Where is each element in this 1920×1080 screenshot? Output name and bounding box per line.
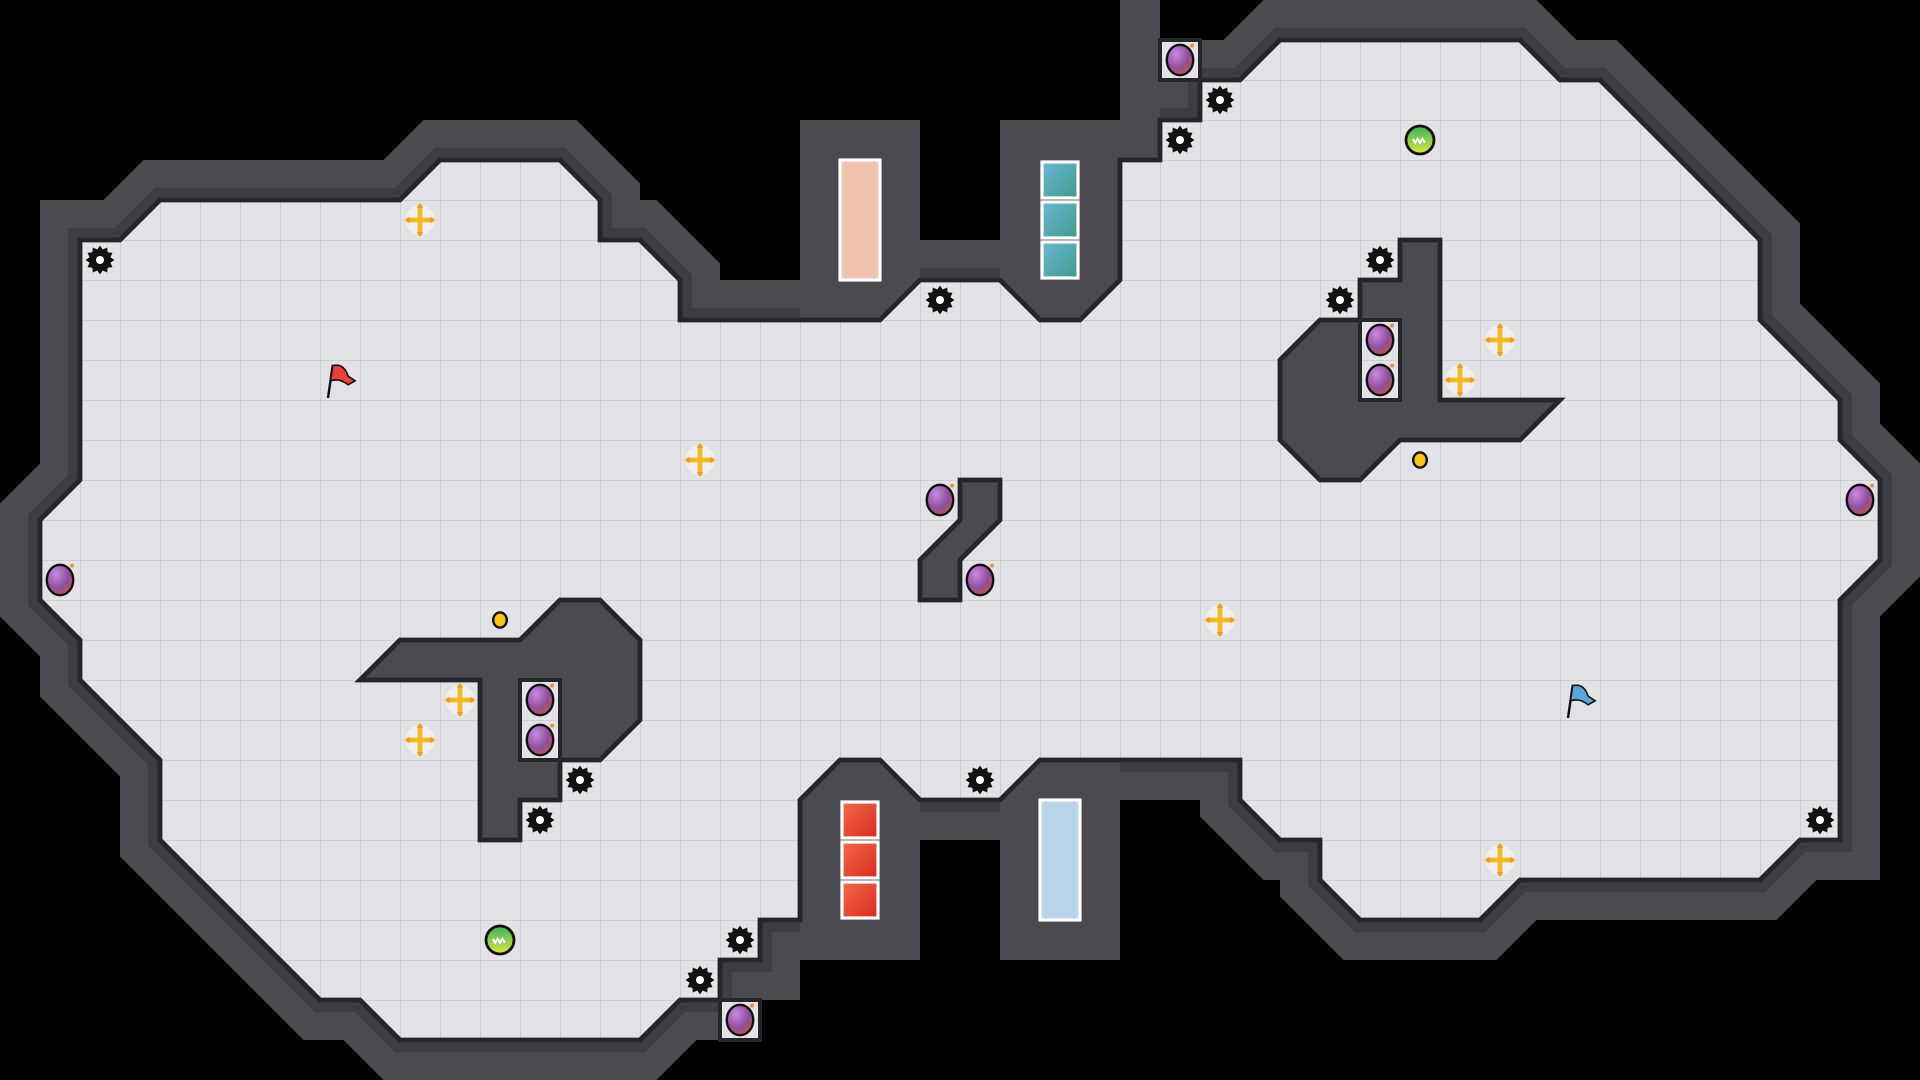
spike-hole	[1216, 96, 1224, 104]
red-gate	[840, 880, 880, 920]
bomb-body	[1365, 323, 1395, 357]
spike-icon	[85, 245, 115, 275]
boost-cross	[1485, 844, 1515, 876]
blue-flag-icon	[1566, 684, 1597, 719]
spike-hole	[1336, 296, 1344, 304]
boost-cross	[405, 724, 435, 756]
spike-hole	[536, 816, 544, 824]
red-flag-icon	[326, 364, 357, 399]
bomb-icon	[725, 1003, 755, 1037]
bomb-fuse	[550, 723, 554, 728]
spike-hole	[976, 776, 984, 784]
spike-icon	[1205, 85, 1235, 115]
bomb-icon	[45, 563, 75, 597]
bomb-body	[525, 723, 555, 757]
spike-icon	[565, 765, 595, 795]
bomb-icon	[965, 563, 995, 597]
boost-icon	[1204, 603, 1236, 637]
gates-layer	[838, 158, 1082, 922]
spike-icon	[525, 805, 555, 835]
bomb-fuse	[70, 563, 74, 568]
boost-cross	[1485, 324, 1515, 356]
juke-body	[1404, 124, 1436, 156]
boost-icon	[1484, 323, 1516, 357]
spike-icon	[685, 965, 715, 995]
boost-cross	[685, 444, 715, 476]
boost-icon	[1484, 843, 1516, 877]
spike-hole	[1176, 136, 1184, 144]
bomb-icon	[1365, 323, 1395, 357]
spike-hole	[1376, 256, 1384, 264]
wall-obstacle	[354, 597, 643, 843]
juke-juice-icon	[1404, 124, 1436, 156]
blue-gate	[1038, 798, 1082, 922]
spike-icon	[1805, 805, 1835, 835]
bomb-fuse	[1870, 483, 1874, 488]
spike-hole	[96, 256, 104, 264]
bomb-body	[965, 563, 995, 597]
flag-cloth	[329, 364, 357, 386]
bomb-body	[925, 483, 955, 517]
boost-icon	[684, 443, 716, 477]
bomb-body	[725, 1003, 755, 1037]
bomb-fuse	[1190, 43, 1194, 48]
bomb-fuse	[1390, 363, 1394, 368]
juke-mark	[1411, 136, 1426, 145]
bomb-body	[1365, 363, 1395, 397]
bomb-fuse	[1390, 323, 1394, 328]
wall-obstacle	[1277, 237, 1566, 483]
juke-juice-icon	[484, 924, 516, 956]
spike-icon	[1165, 125, 1195, 155]
bomb-fuse	[950, 483, 954, 488]
bomb-fuse	[990, 563, 994, 568]
token-icon	[491, 611, 508, 629]
boost-icon	[1444, 363, 1476, 397]
teal-gate	[1040, 240, 1080, 280]
boost-cross	[405, 204, 435, 236]
bomb-icon	[525, 683, 555, 717]
red-gate	[840, 800, 880, 840]
salmon-gate	[838, 158, 882, 282]
bomb-icon	[1845, 483, 1875, 517]
token-icon	[1412, 451, 1429, 469]
boost-cross	[1445, 364, 1475, 396]
teal-gate	[1040, 200, 1080, 240]
bomb-body	[525, 683, 555, 717]
spike-icon	[925, 285, 955, 315]
spike-hole	[696, 976, 704, 984]
bomb-body	[1165, 43, 1195, 77]
wall-obstacle	[917, 477, 1003, 603]
boost-icon	[404, 723, 436, 757]
boost-cross	[1205, 604, 1235, 636]
spike-icon	[1365, 245, 1395, 275]
spike-hole	[576, 776, 584, 784]
teal-gate	[1040, 160, 1080, 200]
bomb-icon	[925, 483, 955, 517]
spike-icon	[1325, 285, 1355, 315]
bomb-fuse	[750, 1003, 754, 1008]
spike-icon	[725, 925, 755, 955]
bomb-icon	[525, 723, 555, 757]
juke-body	[484, 924, 516, 956]
spike-hole	[736, 936, 744, 944]
entities-layer	[45, 43, 1875, 1037]
bomb-body	[45, 563, 75, 597]
spike-icon	[965, 765, 995, 795]
spike-hole	[936, 296, 944, 304]
juke-mark	[491, 936, 506, 945]
bomb-icon	[1165, 43, 1195, 77]
bomb-icon	[1365, 363, 1395, 397]
boost-cross	[445, 684, 475, 716]
red-gate	[840, 840, 880, 880]
bomb-body	[1845, 483, 1875, 517]
boost-icon	[444, 683, 476, 717]
boost-icon	[404, 203, 436, 237]
spike-hole	[1816, 816, 1824, 824]
bomb-fuse	[550, 683, 554, 688]
flag-cloth	[1569, 684, 1597, 706]
